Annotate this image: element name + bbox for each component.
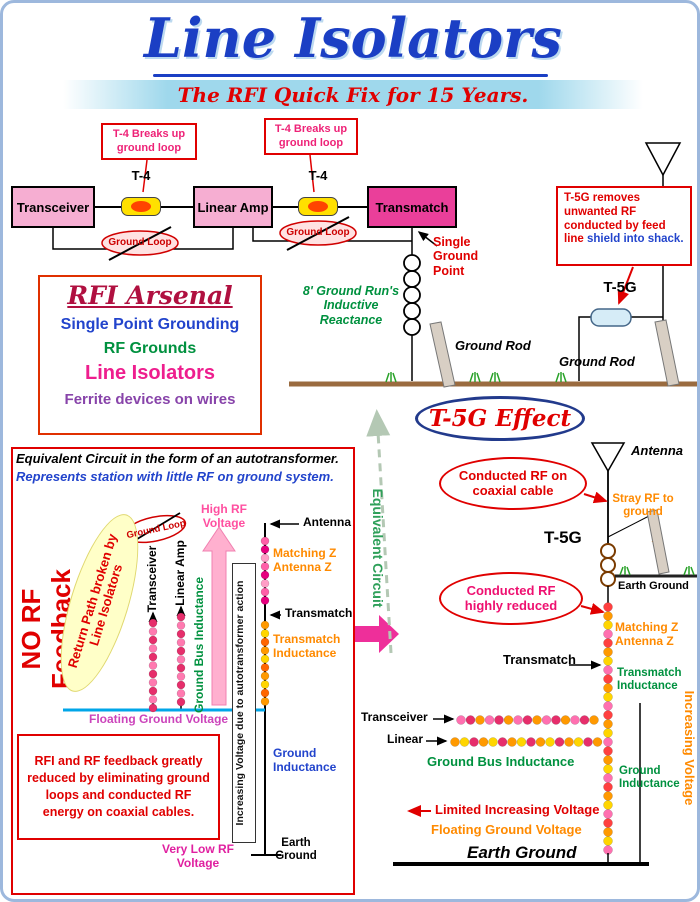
equivalent-circuit-label: Equivalent Circuit	[370, 488, 386, 608]
left-linear-amp-label: Linear Amp	[173, 540, 187, 606]
ground-loop-label-2: Ground Loop	[286, 227, 350, 238]
left-earth-ground-label: Earth Ground	[275, 837, 317, 863]
left-ground-inductance-label: Ground Inductance	[273, 746, 337, 774]
ground-rod-label-2: Ground Rod	[559, 354, 635, 369]
right-antenna-label: Antenna	[631, 443, 683, 458]
single-ground-point-label: Single Ground Point	[433, 235, 479, 278]
page-title: Line Isolators	[144, 6, 562, 70]
no-rf-feedback-label: NO RF Feedback	[16, 569, 76, 689]
floating-ground-voltage-label-left: Floating Ground Voltage	[89, 712, 229, 726]
left-heading-2: Represents station with little RF on gro…	[16, 469, 334, 484]
conducted-rf-reduced-text: Conducted RF highly reduced	[464, 582, 558, 613]
earth-line-top	[289, 372, 697, 387]
t5g-note-red-text: T-5G removes unwanted RF conducted by fe…	[564, 192, 666, 246]
increasing-voltage-note: Increasing Voltage due to autotransforme…	[234, 580, 246, 826]
linear-amp-box: Linear Amp	[193, 186, 273, 228]
arsenal-item: Ferrite devices on wires	[64, 391, 236, 408]
ground-rod-2-shape	[654, 319, 680, 387]
t5g-effect-title: T-5G Effect	[415, 396, 585, 441]
t5g-note-box: T-5G removes unwanted RF conducted by fe…	[556, 186, 692, 266]
t4-label-2: T-4	[308, 168, 328, 183]
left-transmatch-inductance-label: Transmatch Inductance	[273, 632, 341, 660]
left-antenna-label: Antenna	[303, 515, 351, 529]
t4-core-icon	[131, 201, 151, 212]
ground-rod-1-shape	[429, 321, 456, 388]
right-earth-ground-top-label: Earth Ground	[618, 580, 689, 592]
subtitle-band: The RFI Quick Fix for 15 Years.	[63, 80, 643, 109]
t4-core-icon	[308, 201, 328, 212]
t4-note-2: T-4 Breaks up ground loop	[264, 118, 358, 155]
stray-rf-path	[607, 509, 697, 578]
t4-device-1	[121, 197, 161, 216]
rfi-arsenal-title: RFI Arsenal	[67, 281, 233, 310]
rfi-arsenal-box: RFI Arsenal Single Point Grounding RF Gr…	[38, 275, 262, 435]
right-linear-label: Linear	[387, 732, 424, 746]
arsenal-item: Single Point Grounding	[60, 316, 240, 333]
ground-run-coil	[403, 254, 421, 336]
right-matching-z-label: Matching Z Antenna Z	[615, 620, 679, 648]
left-ground-bus-inductance-label: Ground Bus Inductance	[192, 577, 206, 714]
arsenal-item: RF Grounds	[103, 340, 197, 357]
very-low-rf-voltage-label: Very Low RF Voltage	[161, 842, 235, 870]
t4-note-1: T-4 Breaks up ground loop	[101, 123, 197, 160]
ground-loop-label-1: Ground Loop	[108, 237, 172, 248]
right-earth-wiring	[393, 703, 649, 866]
left-heading-1: Equivalent Circuit in the form of an aut…	[16, 451, 339, 466]
right-bus-dots-2	[450, 737, 603, 747]
reduction-note-box: RFI and RF feedback greatly reduced by e…	[17, 734, 220, 840]
equivalent-circuit-panel	[11, 447, 355, 895]
transmatch-box: Transmatch	[367, 186, 457, 228]
conducted-rf-coax-ellipse: Conducted RF on coaxial cable	[439, 457, 587, 510]
transceiver-box: Transceiver	[11, 186, 95, 228]
t5g-note-blue-text: shield into shack.	[587, 233, 684, 246]
left-transmatch-label: Transmatch	[285, 606, 353, 620]
right-t5g-label: T-5G	[544, 528, 582, 547]
arsenal-item: Line Isolators	[84, 362, 216, 384]
right-t5g-coil	[600, 543, 616, 605]
increasing-voltage-label: Increasing Voltage	[682, 690, 697, 806]
right-earth-ground-label: Earth Ground	[467, 843, 577, 862]
right-ground-bus-inductance-label: Ground Bus Inductance	[427, 754, 575, 769]
high-rf-voltage-label: High RF Voltage	[201, 502, 247, 530]
increasing-voltage-box	[232, 563, 256, 843]
right-ground-inductance-label: Ground Inductance	[619, 765, 680, 791]
reduction-note-text: RFI and RF feedback greatly reduced by e…	[27, 754, 210, 819]
right-transmatch-label: Transmatch	[503, 652, 576, 667]
ground-run-note: 8' Ground Run's Inductive Reactance	[302, 284, 400, 327]
limited-increasing-voltage-label: Limited Increasing Voltage	[435, 802, 600, 817]
stray-rf-label: Stray RF to ground	[612, 493, 674, 519]
right-transmatch-inductance-label: Transmatch Inductance	[617, 667, 682, 693]
left-matching-z-label: Matching Z Antenna Z	[273, 546, 337, 574]
left-transceiver-label: Transceiver	[145, 545, 159, 613]
floating-ground-voltage-label-right: Floating Ground Voltage	[431, 822, 582, 837]
t4-label-1: T-4	[131, 168, 151, 183]
t5g-label-top: T-5G	[603, 279, 637, 296]
ground-rod-label-1: Ground Rod	[455, 338, 531, 353]
right-transceiver-label: Transceiver	[361, 710, 428, 724]
title-underline	[153, 74, 548, 77]
subtitle-text: The RFI Quick Fix for 15 Years.	[177, 82, 529, 107]
conducted-rf-reduced-ellipse: Conducted RF highly reduced	[439, 572, 583, 625]
right-bus-dots-1	[456, 715, 599, 725]
conducted-rf-coax-text: Conducted RF on coaxial cable	[458, 467, 568, 498]
t4-device-2	[298, 197, 338, 216]
